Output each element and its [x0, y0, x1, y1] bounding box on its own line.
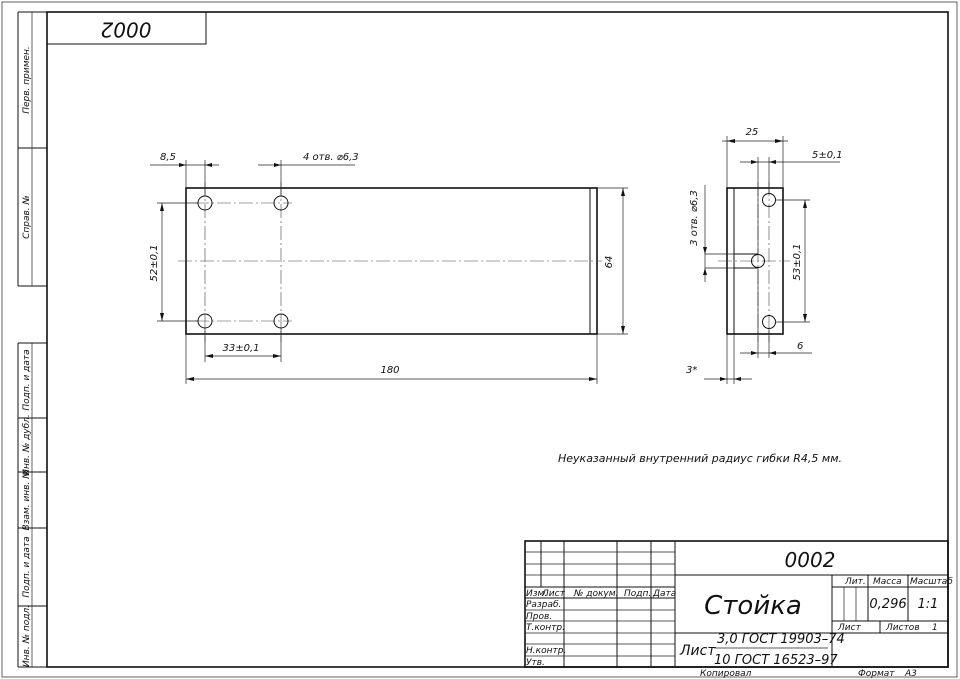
dim-front-length: 180: [380, 365, 399, 376]
col-header-date: Дата: [652, 589, 676, 599]
col-header-sign: Подп.: [624, 589, 651, 599]
corner-code-box: 0002: [46, 12, 207, 45]
side-field-2: Справ. №: [22, 195, 32, 239]
dim-side-thickness: 6: [797, 341, 803, 352]
side-field-6: Подп. и дата: [22, 536, 32, 597]
row-label-checked: Пров.: [526, 612, 552, 622]
dim-side-flange: 3*: [686, 365, 697, 376]
side-field-5: Взам. инв. №: [22, 469, 32, 530]
dim-front-height: 64: [604, 256, 615, 269]
dim-side-hole-pos: 5±0,1: [812, 150, 843, 161]
dim-side-vertical-spacing: 53±0,1: [792, 243, 803, 280]
corner-code-text: 0002: [101, 18, 152, 42]
col-header-list: Лист: [541, 589, 566, 599]
sheets-value: 1: [932, 623, 938, 633]
row-label-approved: Утв.: [526, 658, 545, 668]
scale-label: Масштаб: [910, 577, 953, 587]
dim-side-width: 25: [746, 127, 759, 138]
side-view: 25 5±0,1 3 отв. ⌀6,3 53±0,1 6: [686, 127, 843, 384]
sheet-label: Лист: [837, 623, 862, 633]
row-label-norm-control: Н.контр.: [526, 646, 566, 656]
designation: 0002: [785, 548, 836, 572]
part-name: Стойка: [704, 591, 802, 621]
title-block: Изм. Лист № докум. Подп. Дата Разраб. Пр…: [524, 540, 953, 668]
col-header-doc: № докум.: [573, 589, 618, 599]
copied-label: Копировал: [700, 669, 752, 679]
dim-hole-offset: 8,5: [160, 152, 176, 163]
scale-value: 1:1: [918, 597, 939, 612]
format-value: А3: [904, 669, 917, 679]
dim-front-holes-note: 4 отв. ⌀6,3: [303, 152, 359, 163]
bend-radius-note: Неуказанный внутренний радиус гибки R4,5…: [558, 452, 842, 465]
side-field-1: Перв. примен.: [22, 46, 32, 114]
drawing-frame: [46, 11, 949, 668]
mass-label: Масса: [873, 577, 902, 587]
dim-front-vertical-spacing: 52±0,1: [149, 244, 160, 281]
dim-front-horizontal-spacing: 33±0,1: [222, 343, 259, 354]
sheets-label: Листов: [885, 623, 920, 633]
lit-label: Лит.: [844, 577, 866, 587]
material-prefix: Лист: [679, 643, 716, 659]
dim-side-holes-note: 3 отв. ⌀6,3: [689, 190, 700, 246]
material-line-1: 3,0 ГОСТ 19903–74: [717, 632, 845, 647]
side-field-3: Подп. и дата: [22, 349, 32, 410]
format-label: Формат: [858, 669, 895, 679]
col-header-izm: Изм.: [526, 589, 547, 599]
left-side-stamp: Перв. примен. Справ. № Подп. и дата Инв.…: [17, 11, 47, 668]
row-label-developer: Разраб.: [526, 600, 561, 610]
side-field-7: Инв. № подл.: [22, 605, 32, 667]
mass-value: 0,296: [869, 597, 906, 612]
row-label-tech-control: Т.контр.: [526, 623, 565, 633]
side-field-4: Инв. № дубл.: [22, 414, 32, 476]
material-line-2: 10 ГОСТ 16523–97: [714, 653, 838, 668]
side-hole-1: [762, 193, 776, 207]
front-view: 8,5 4 отв. ⌀6,3 52±0,1 33±0,1 64 18: [149, 152, 628, 384]
